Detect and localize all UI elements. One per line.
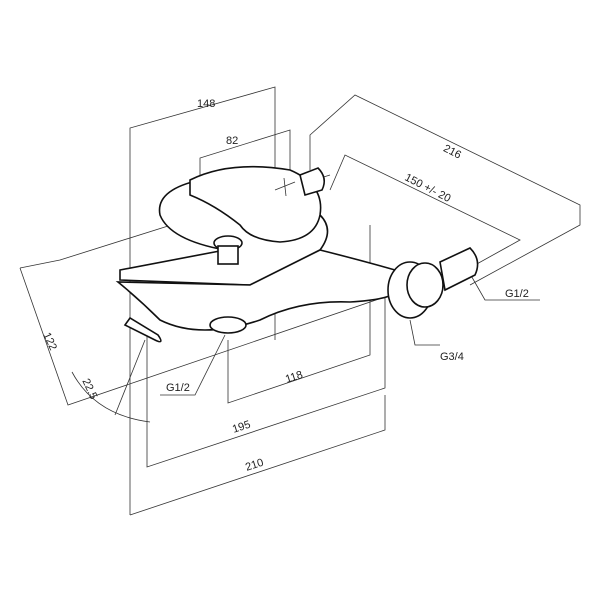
dim-195-label: 195 bbox=[231, 419, 252, 436]
dim-118-label: 118 bbox=[284, 369, 304, 386]
dim-82-label: 82 bbox=[226, 135, 238, 147]
dim-216-label: 216 bbox=[441, 143, 463, 162]
dim-210-label: 210 bbox=[244, 457, 265, 474]
g12-right-label: G1/2 bbox=[505, 288, 529, 300]
angle-label: 22.5 bbox=[79, 377, 99, 401]
g12-bottom-label: G1/2 bbox=[166, 382, 190, 394]
dim-122-label: 122 bbox=[40, 331, 59, 353]
dim-148-label: 148 bbox=[197, 98, 215, 110]
dim-150-label: 150 +/- 20 bbox=[403, 172, 453, 205]
dimension-lines bbox=[19, 86, 581, 516]
g34-label: G3/4 bbox=[440, 351, 464, 363]
faucet-body bbox=[115, 165, 479, 343]
